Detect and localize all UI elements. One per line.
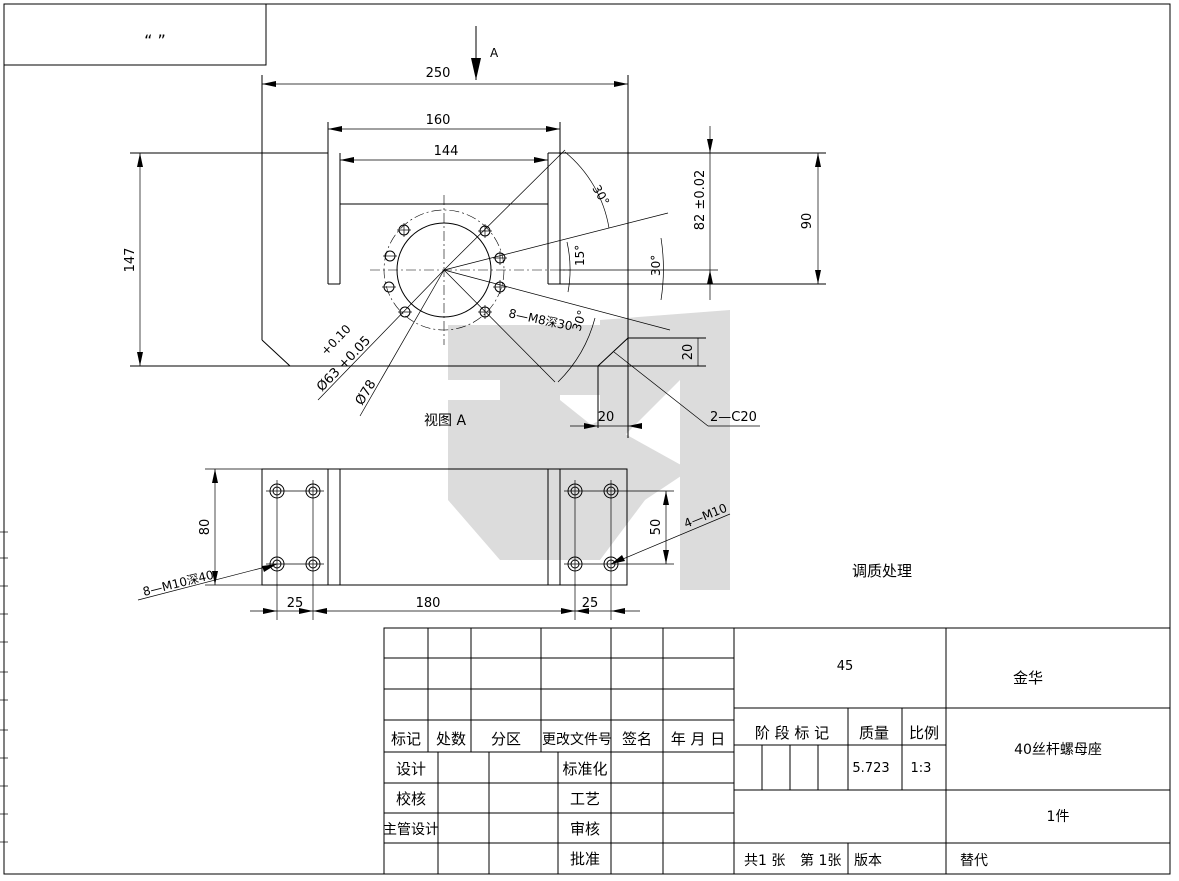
dim-25-left-label: 25 (287, 596, 304, 611)
m10-deep-label: 8—M10深40 (141, 568, 215, 599)
top-left-label-box (3, 3, 267, 66)
dim-250 (262, 81, 628, 87)
row-std: 标准化 (562, 760, 607, 778)
bottom-view-outline (205, 468, 628, 586)
company-name: 金华 (1013, 669, 1043, 687)
dim-144 (339, 153, 548, 164)
dim-144-label: 144 (434, 144, 459, 159)
dim-250-label: 250 (426, 66, 451, 81)
header-date: 年 月 日 (671, 730, 726, 748)
row-check: 校核 (396, 790, 426, 808)
dim-180-label: 180 (416, 596, 441, 611)
bottom-view-centerlines (266, 480, 674, 620)
dim-20-horizontal (570, 423, 642, 429)
quantity-value: 1件 (1047, 809, 1070, 825)
flange-holes (382, 223, 507, 319)
view-a-arrow (471, 26, 481, 80)
replace-label: 替代 (960, 853, 988, 869)
chamfer-label: 2—C20 (710, 410, 757, 425)
view-a-outline (130, 75, 826, 438)
row-review: 审核 (570, 820, 600, 838)
angle-30-top: 30° (589, 183, 612, 208)
view-arrow-label: A (490, 46, 499, 60)
diameter-78-label: Ø78 (353, 377, 380, 408)
dim-50-label: 50 (649, 519, 664, 536)
part-name: 40丝杆螺母座 (1014, 742, 1102, 758)
m10-leader (610, 513, 731, 565)
material-value: 45 (837, 659, 854, 674)
dim-bottom-chain (250, 608, 640, 614)
flange-circles (370, 195, 570, 345)
top-left-label: “ ” (144, 31, 166, 50)
header-mass: 质量 (859, 724, 889, 742)
dim-160 (328, 126, 560, 132)
left-margin-ticks (0, 531, 8, 843)
dim-20-vertical-label: 20 (681, 344, 696, 361)
dim-25-right-label: 25 (582, 596, 599, 611)
dim-160-label: 160 (426, 113, 451, 128)
scale-value: 1:3 (911, 761, 932, 776)
dim-80 (212, 469, 218, 585)
dim-20-horizontal-label: 20 (598, 410, 615, 425)
header-zone: 分区 (491, 730, 521, 748)
dim-50 (663, 491, 669, 564)
row-design: 设计 (396, 760, 426, 778)
heat-treatment-note: 调质处理 (852, 562, 912, 580)
watermark-logo (448, 310, 730, 590)
chamfer-leader (613, 351, 760, 427)
m10-deep-leader (137, 563, 278, 601)
angle-arcs (557, 151, 664, 383)
dim-82 (560, 126, 718, 300)
dim-80-label: 80 (198, 519, 213, 536)
header-sign: 签名 (622, 730, 652, 748)
version-label: 版本 (854, 853, 882, 869)
header-scale: 比例 (909, 724, 939, 742)
dim-90 (815, 153, 821, 284)
dim-147 (137, 153, 143, 366)
dim-82-label: 82 ±0.02 (693, 170, 708, 231)
title-block-grid (383, 627, 1171, 875)
header-count: 处数 (436, 730, 466, 748)
header-stage: 阶 段 标 记 (755, 724, 829, 742)
view-name: 视图 A (424, 413, 466, 429)
dim-90-label: 90 (800, 213, 815, 230)
angle-leaders (317, 149, 671, 417)
header-mark: 标记 (391, 730, 421, 748)
header-docno: 更改文件号 (542, 732, 612, 748)
sheet-number: 第 1张 (800, 852, 841, 869)
row-chief: 主管设计 (383, 822, 439, 838)
dim-147-label: 147 (123, 248, 138, 273)
angle-30-right: 30° (649, 255, 663, 276)
mass-value: 5.723 (852, 761, 889, 776)
angle-30-low: 30° (570, 308, 590, 333)
row-approve: 批准 (570, 850, 600, 868)
sheets-total: 共1 张 (744, 853, 785, 869)
row-process: 工艺 (570, 790, 600, 808)
angle-15: 15° (573, 245, 587, 266)
